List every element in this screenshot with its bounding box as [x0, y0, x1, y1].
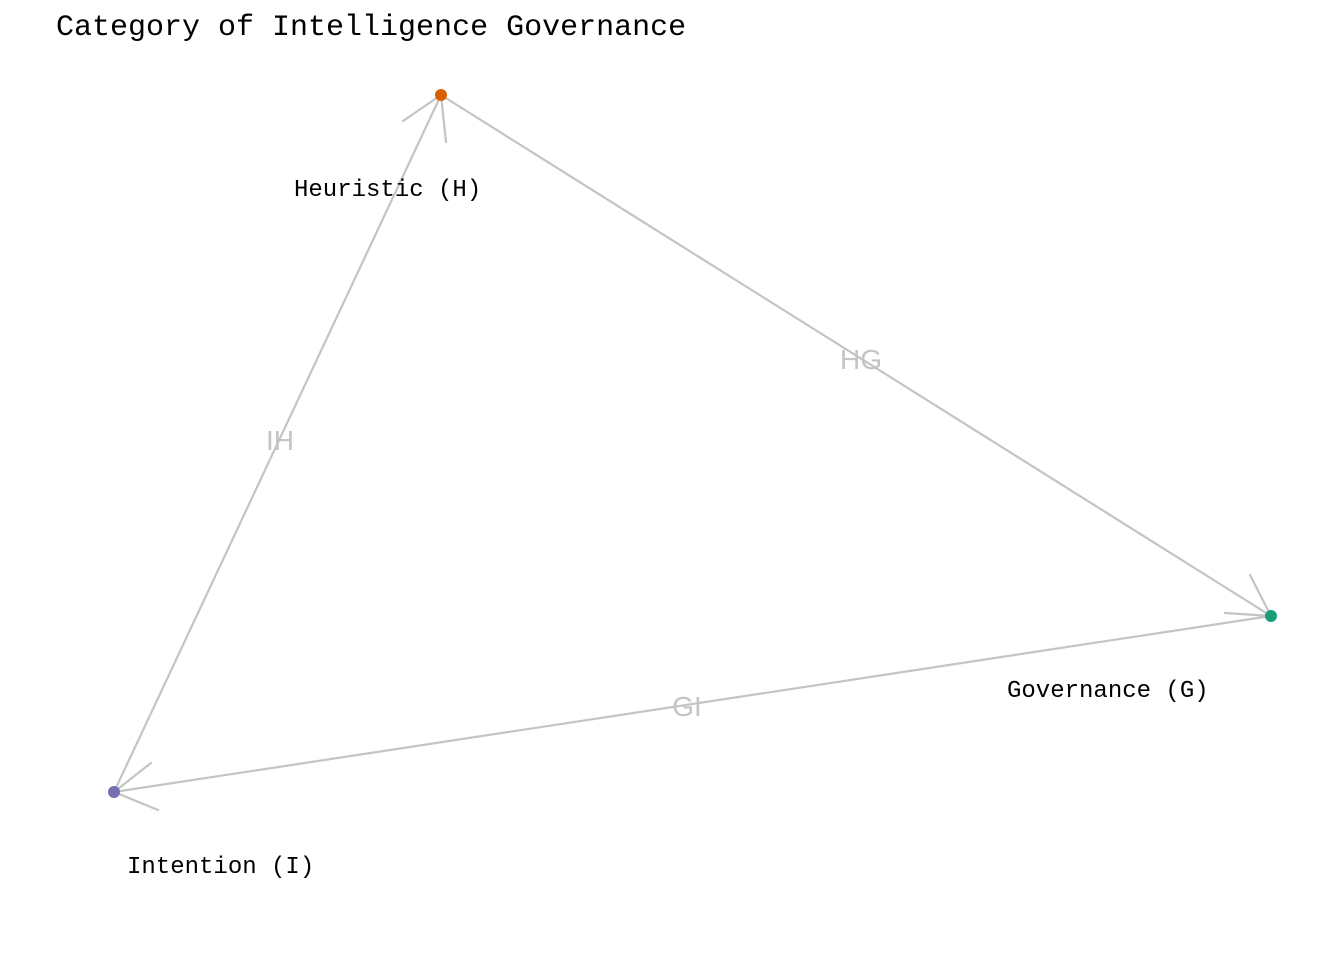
node-heuristic-label: Heuristic (H) [294, 177, 481, 204]
edge-ih-label: IH [266, 425, 294, 456]
edge-ih-arrowhead [401, 93, 448, 144]
node-governance-dot [1265, 610, 1277, 622]
node-governance-label: Governance (G) [1007, 678, 1209, 705]
edge-hg-label: HG [840, 344, 882, 375]
edge-gi-line [112, 614, 1273, 794]
edge-hg-line [439, 93, 1273, 618]
edge-hg-arrowhead [1223, 573, 1273, 618]
node-intention-dot [108, 786, 120, 798]
node-heuristic-dot [435, 89, 447, 101]
edge-gi-label: GI [672, 691, 702, 722]
node-intention-label: Intention (I) [127, 854, 314, 881]
edge-ih-line [112, 93, 443, 794]
diagram-title: Category of Intelligence Governance [56, 11, 686, 45]
